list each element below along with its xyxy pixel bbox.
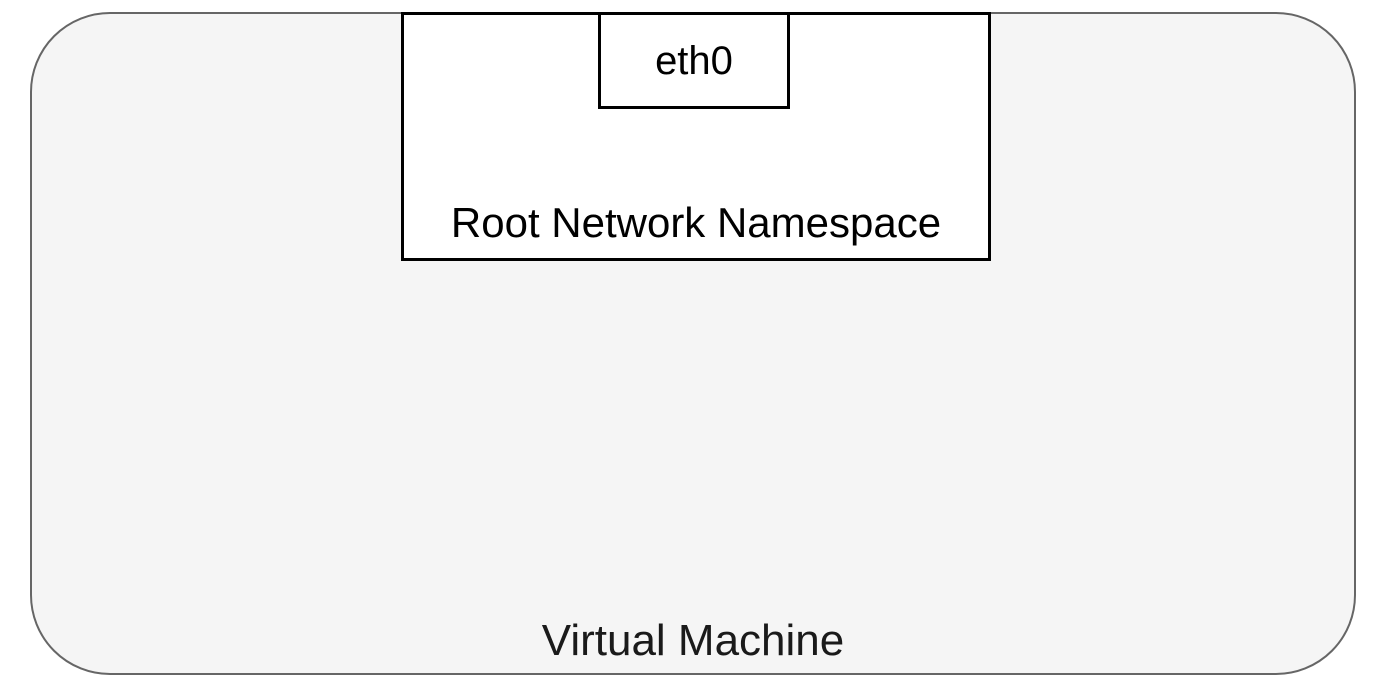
virtual-machine-label: Virtual Machine (541, 616, 845, 665)
eth0-interface-label: eth0 (655, 38, 733, 83)
eth0-interface-box: eth0 (598, 12, 790, 109)
root-network-namespace-label: Root Network Namespace (450, 199, 942, 246)
